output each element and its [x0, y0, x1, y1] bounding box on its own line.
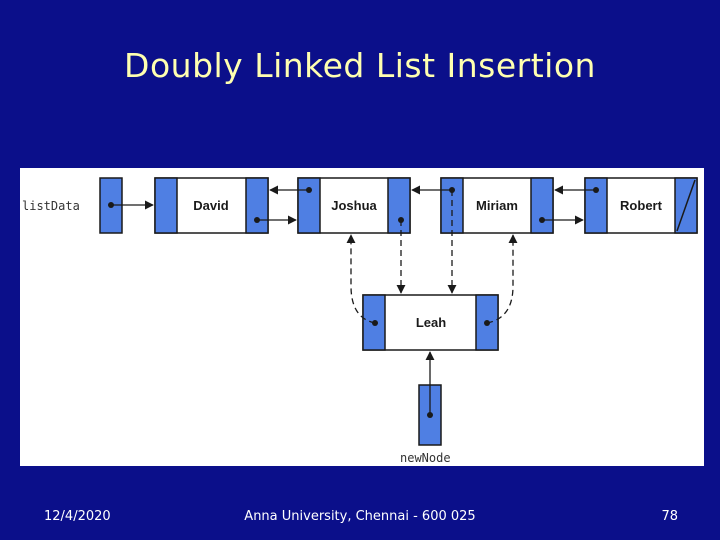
- node-label-leah: Leah: [416, 315, 446, 330]
- new-node-label: newNode: [400, 451, 451, 465]
- list-node-robert: Robert: [584, 177, 698, 234]
- node-label-joshua: Joshua: [331, 198, 377, 213]
- inserted-node-leah: Leah: [362, 294, 499, 351]
- new-node-pointer: newNode: [400, 351, 451, 465]
- list-node-miriam: Miriam: [440, 177, 554, 234]
- slide-title: Doubly Linked List Insertion: [124, 46, 596, 85]
- list-data-label: listData: [22, 199, 80, 213]
- footer-page-number: 78: [661, 509, 678, 524]
- footer-date: 12/4/2020: [44, 509, 111, 524]
- footer-organization: Anna University, Chennai - 600 025: [244, 509, 476, 524]
- new-link-arrows: [346, 190, 518, 324]
- linked-list-diagram: listData David Joshua Miriam: [22, 177, 698, 465]
- node-label-david: David: [193, 198, 228, 213]
- list-link-arrows: [254, 185, 599, 225]
- null-pointer-slash: [676, 179, 696, 232]
- node-label-robert: Robert: [620, 198, 663, 213]
- list-node-david: David: [154, 177, 269, 234]
- diagram-panel: listData David Joshua Miriam: [20, 168, 704, 466]
- list-node-joshua: Joshua: [297, 177, 411, 234]
- node-label-miriam: Miriam: [476, 198, 518, 213]
